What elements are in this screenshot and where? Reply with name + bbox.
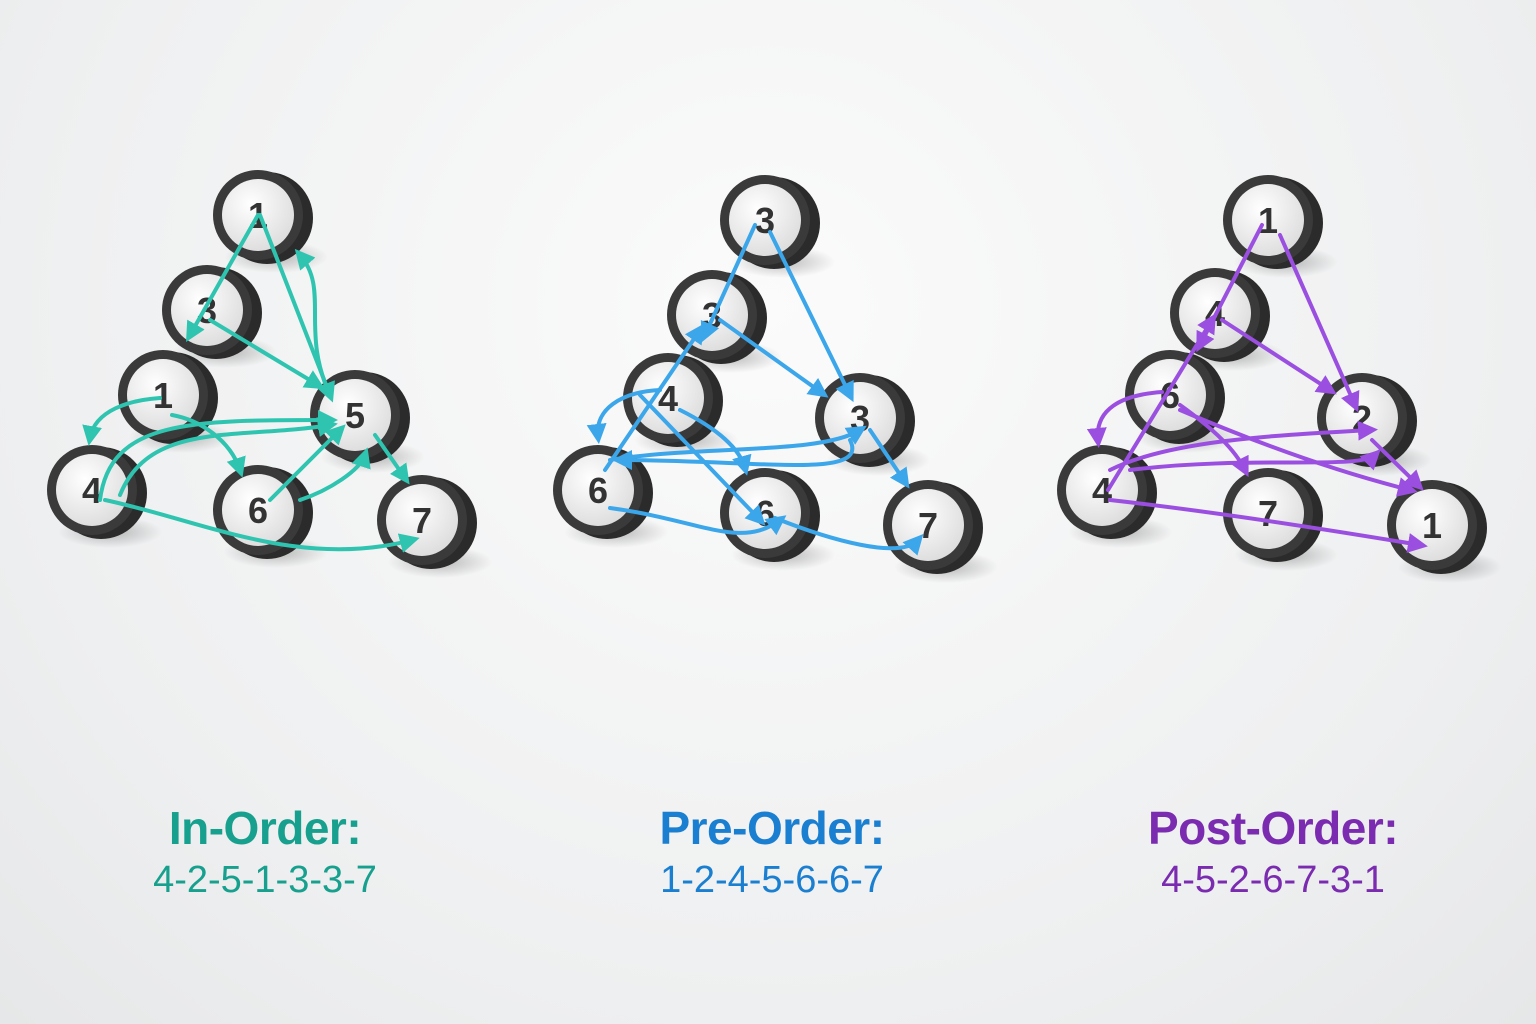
tree-node: 4 xyxy=(623,353,738,456)
traversal-arrow xyxy=(700,223,757,343)
traversal-arrow xyxy=(612,438,855,471)
traversal-arrow xyxy=(608,506,787,536)
traversal-arrow xyxy=(373,433,410,485)
traversal-arrow xyxy=(603,323,705,472)
tree-node: 1 xyxy=(1223,175,1338,278)
traversal-arrow xyxy=(170,413,246,478)
node-label: 6 xyxy=(248,490,268,531)
tree-node: 6 xyxy=(213,465,328,568)
node-label: 6 xyxy=(1160,375,1180,416)
tree-node: 7 xyxy=(883,480,998,583)
traversal-arrow xyxy=(1108,420,1378,472)
traversal-arrow xyxy=(82,396,162,446)
node-label: 4 xyxy=(1092,470,1112,511)
traversal-arrow xyxy=(586,388,662,444)
traversal-arrow xyxy=(773,516,924,556)
traversal-arrow xyxy=(1370,438,1424,491)
node-label: 6 xyxy=(588,470,608,511)
node-label: 4 xyxy=(82,470,102,511)
tree-node: 1 xyxy=(213,170,328,273)
traversal-arrow xyxy=(103,498,420,553)
node-label: 7 xyxy=(412,500,432,541)
post-order-sequence: 4-5-2-6-7-3-1 xyxy=(1161,859,1385,901)
traversal-arrow xyxy=(208,318,325,390)
pre-order-caption: Pre-Order: 1-2-4-5-6-6-7 xyxy=(572,800,972,904)
tree-node: 7 xyxy=(377,475,492,578)
post-order-title: Post-Order: xyxy=(1147,802,1399,854)
traversal-arrow xyxy=(1086,390,1164,448)
tree-node: 4 xyxy=(1057,445,1172,548)
node-label: 7 xyxy=(1258,493,1278,534)
pre-order-sequence: 1-2-4-5-6-6-7 xyxy=(660,859,884,901)
in-order-caption: In-Order: 4-2-5-1-3-3-7 xyxy=(65,800,465,904)
traversal-arrow xyxy=(1220,318,1337,395)
tree-node: 3 xyxy=(815,373,930,476)
tree-node: 7 xyxy=(1223,468,1338,571)
in-order-title: In-Order: xyxy=(168,802,362,854)
traversal-arrow xyxy=(1278,233,1360,413)
node-label: 5 xyxy=(345,395,365,436)
node-label: 1 xyxy=(1258,200,1278,241)
in-order-sequence: 4-2-5-1-3-3-7 xyxy=(153,859,377,901)
traversal-arrow xyxy=(718,318,829,398)
traversal-arrow xyxy=(868,428,910,489)
traversal-arrow xyxy=(768,230,854,403)
tree-node: 1 xyxy=(1387,480,1502,583)
traversal-arrow xyxy=(608,425,867,462)
tree-node: 3 xyxy=(720,175,835,278)
traversal-arrow xyxy=(1178,408,1418,497)
post-order-caption: Post-Order: 4-5-2-6-7-3-1 xyxy=(1073,800,1473,904)
traversal-arrow xyxy=(186,213,260,342)
traversal-arrow xyxy=(294,248,332,397)
traversal-arrow xyxy=(1108,498,1428,553)
node-label: 7 xyxy=(918,505,938,546)
traversal-arrow xyxy=(118,417,338,497)
traversal-arrow xyxy=(268,424,346,502)
node-label: 1 xyxy=(153,375,173,416)
traversal-arrow xyxy=(1128,449,1381,472)
traversal-arrow xyxy=(98,410,338,502)
node-label: 1 xyxy=(1422,505,1442,546)
traversal-arrow xyxy=(638,393,766,526)
pre-order-title: Pre-Order: xyxy=(659,802,885,854)
traversal-arrow xyxy=(298,447,371,502)
node-label: 4 xyxy=(658,378,678,419)
